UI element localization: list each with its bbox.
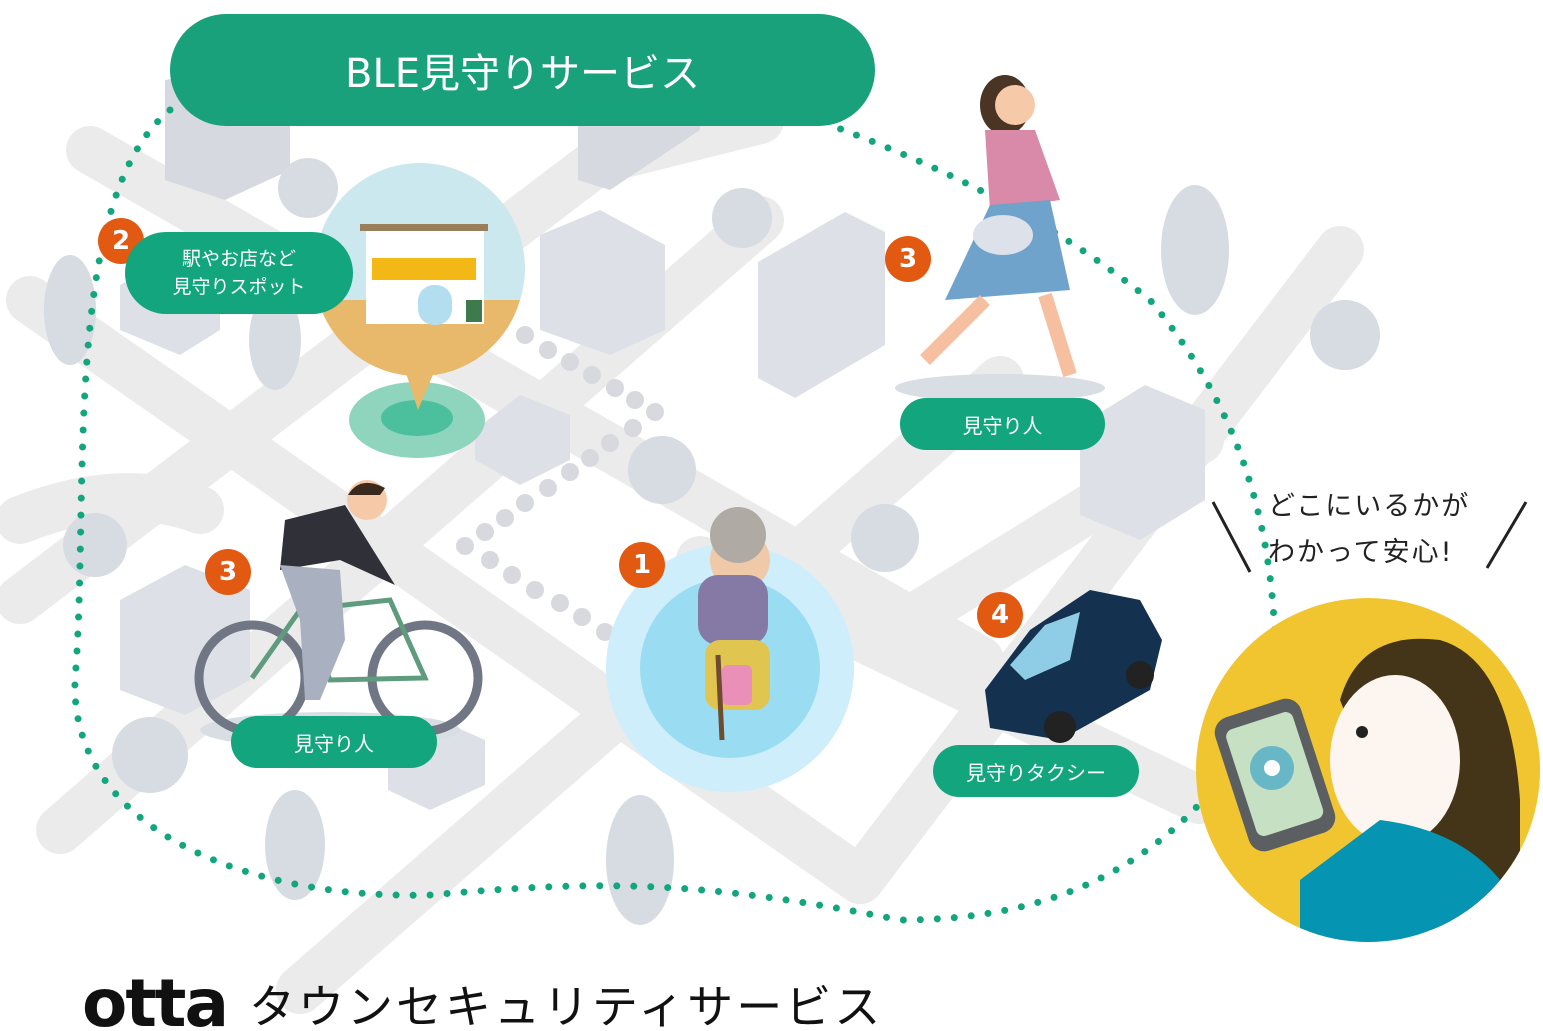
- spot-store-marker: [315, 163, 525, 458]
- cyclist-watcher-badge: 3: [205, 549, 251, 595]
- spot-label-line2: 見守りスポット: [172, 276, 306, 298]
- taxi: [985, 590, 1162, 743]
- cyclist-watcher-label: 見守り人: [231, 716, 437, 768]
- otta-logo: otta: [82, 965, 229, 1031]
- service-title: BLE見守りサービス: [170, 14, 875, 126]
- beacon-trail: [456, 326, 664, 641]
- walking-watcher-label: 見守り人: [900, 398, 1105, 450]
- walking-watcher-badge: 3: [885, 236, 931, 282]
- catchphrase-line2: わかって安心!: [1268, 537, 1454, 568]
- walking-woman: [895, 75, 1105, 402]
- trees: [44, 158, 1380, 925]
- spot-label-line1: 駅やお店など: [181, 248, 296, 270]
- elder-badge: 1: [619, 542, 665, 588]
- taxi-label: 見守りタクシー: [933, 745, 1139, 797]
- elder-signal: [606, 507, 854, 792]
- service-name: タウンセキュリティサービス: [248, 979, 884, 1031]
- spot-label: 駅やお店など 見守りスポット: [125, 232, 353, 314]
- catchphrase-line1: どこにいるかが: [1268, 491, 1471, 522]
- phone-user-circle: [1196, 598, 1540, 942]
- catchphrase: どこにいるかが わかって安心!: [1268, 484, 1470, 576]
- catchphrase-brackets: [1211, 501, 1528, 573]
- taxi-badge: 4: [977, 592, 1023, 638]
- footer-brand: otta タウンセキュリティサービス: [82, 965, 883, 1031]
